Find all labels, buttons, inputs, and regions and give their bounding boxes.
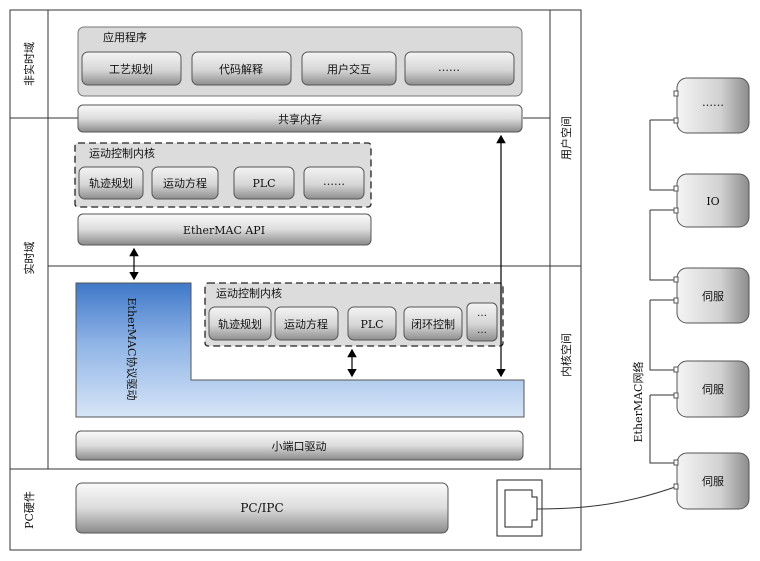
module-box [274,306,339,341]
module-box [78,166,144,200]
module-box [208,306,272,341]
connectors [129,134,506,378]
motion-kernel-user-items: 轨迹规划 运动方程 PLC …… [78,166,365,200]
region-label-kernel-space: 内核空间 [559,333,573,377]
device-label: 伺服 [702,475,724,488]
module-label: …… [323,175,345,188]
ethermac-api-bar [77,213,372,246]
app-label: 工艺规划 [109,62,153,76]
ethermac-driver-block [75,282,525,418]
module-label: PLC [360,318,383,331]
port-driver-label: 小端口驱动 [272,440,327,453]
module-label: PLC [252,177,275,190]
device-node: 伺服 [673,360,750,418]
region-label-realtime: 实时域 [22,242,36,275]
shared-memory-bar [77,104,523,133]
motion-kernel-kernel-title: 运动控制内核 [216,286,282,300]
ethermac-driver-label: EtherMAC协议驱动 [125,298,139,401]
pc-ipc-label: PC/IPC [240,501,283,515]
app-box [191,51,292,86]
app-box [81,51,182,86]
device-label: 伺服 [702,290,724,303]
app-box [301,51,397,86]
motion-kernel-user-group [74,142,372,208]
apps-title: 应用程序 [103,30,147,44]
app-label: 代码解释 [219,62,263,76]
port-driver-bar [75,430,524,461]
device-node: IO [673,173,750,228]
pc-ipc-bar [75,482,449,534]
device-label: IO [706,195,719,208]
region-label-non-realtime: 非实时域 [22,42,36,86]
shared-memory-label: 共享内存 [278,112,322,126]
network-label: EtherMAC网络 [631,362,645,443]
device-node: 伺服 [673,267,750,324]
ethernet-port-icon [496,479,543,537]
motion-kernel-user-title: 运动控制内核 [89,146,155,160]
ethermac-api-label: EtherMAC API [183,224,265,237]
module-box [151,166,219,200]
module-label: 闭环控制 [411,317,455,331]
device-node: 伺服 [673,452,750,510]
module-box [303,166,365,200]
device-label: …… [702,96,724,109]
module-box [403,306,463,341]
region-label-user-space: 用户空间 [559,116,573,160]
device-node: …… [673,77,750,134]
device-label: 伺服 [702,383,724,396]
module-label: 运动方程 [284,317,328,331]
region-label-pc-hardware: PC硬件 [23,491,36,529]
module-label: 轨迹规划 [89,176,133,190]
module-box [233,166,295,200]
module-box [347,306,397,341]
network-devices: …… IO 伺服 伺服 伺服 [673,77,750,510]
module-more-top: … [477,308,487,319]
module-label: 运动方程 [163,176,207,190]
app-label: 用户交互 [327,62,371,76]
app-label: …… [438,61,460,74]
module-label: 轨迹规划 [218,317,262,331]
apps-items: 工艺规划 代码解释 用户交互 …… [81,51,515,86]
app-box [404,51,515,86]
network-chain [536,119,679,510]
motion-kernel-kernel-items: 轨迹规划 运动方程 PLC 闭环控制 … … [208,302,498,342]
module-more-bottom: … [477,325,487,336]
